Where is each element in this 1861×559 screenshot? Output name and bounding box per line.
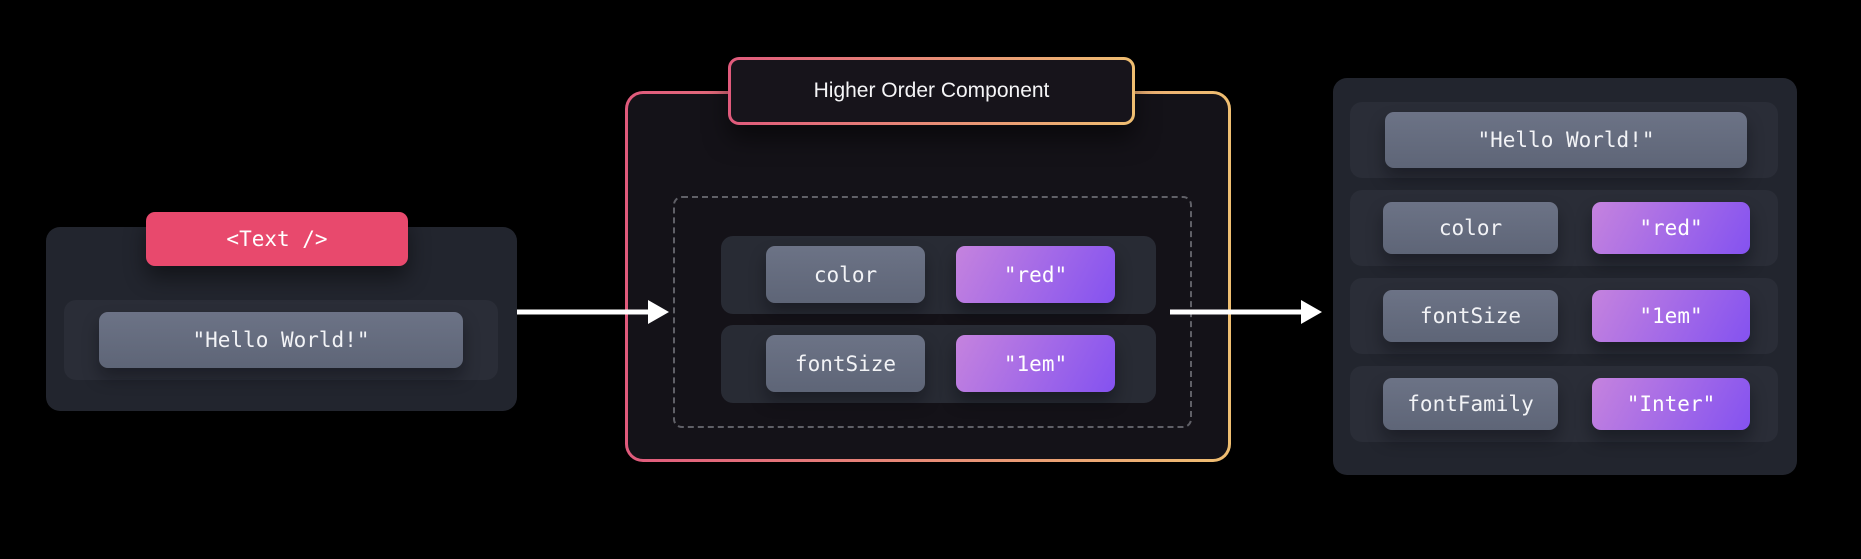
hoc-prop-value-box: "1em" [956, 335, 1115, 392]
output-prop-key-box: color [1383, 202, 1558, 254]
output-prop-key: fontFamily [1407, 392, 1534, 416]
output-prop-value: "red" [1639, 216, 1703, 240]
arrow-right-icon [1170, 300, 1322, 324]
hoc-prop-key: fontSize [794, 351, 897, 376]
output-prop-value: "1em" [1639, 304, 1703, 328]
hoc-props-dashed-container: color "red" fontSize "1em" [673, 196, 1192, 428]
output-prop-key: color [1438, 216, 1503, 240]
output-component-card: "Hello World!" color "red" fontSize "1em… [1333, 78, 1797, 475]
hoc-title: Higher Order Component [813, 79, 1050, 102]
text-component-tag: <Text /> [226, 227, 328, 251]
output-prop-value-box: "red" [1592, 202, 1750, 254]
input-children-value-box: "Hello World!" [99, 312, 463, 368]
flow-arrow-input-to-hoc [517, 297, 669, 331]
hoc-prop-key-box: color [766, 246, 925, 303]
hoc-prop-key: color [813, 262, 878, 287]
output-prop-value: "Inter" [1626, 392, 1716, 416]
hoc-prop-row-color: color "red" [721, 236, 1156, 314]
arrow-right-icon [517, 300, 669, 324]
hoc-card: color "red" fontSize "1em" [625, 91, 1231, 462]
hoc-prop-key-box: fontSize [766, 335, 925, 392]
output-prop-row-fontfamily: fontFamily "Inter" [1350, 366, 1778, 442]
hoc-prop-row-fontsize: fontSize "1em" [721, 325, 1156, 403]
output-prop-row-color: color "red" [1350, 190, 1778, 266]
input-children-row: "Hello World!" [64, 300, 498, 380]
output-prop-value-box: "Inter" [1592, 378, 1750, 430]
output-prop-key-box: fontSize [1383, 290, 1558, 342]
input-children-value: "Hello World!" [192, 328, 370, 352]
flow-arrow-hoc-to-output [1170, 297, 1322, 331]
hoc-prop-value: "red" [1003, 262, 1068, 287]
hoc-prop-value: "1em" [1003, 351, 1068, 376]
output-children-row: "Hello World!" [1350, 102, 1778, 178]
output-prop-key-box: fontFamily [1383, 378, 1558, 430]
hoc-title-badge: Higher Order Component [728, 57, 1135, 125]
output-children-value: "Hello World!" [1477, 128, 1655, 152]
output-prop-row-fontsize: fontSize "1em" [1350, 278, 1778, 354]
output-children-value-box: "Hello World!" [1385, 112, 1747, 168]
text-component-badge: <Text /> [146, 212, 408, 266]
output-prop-key: fontSize [1419, 304, 1522, 328]
output-prop-value-box: "1em" [1592, 290, 1750, 342]
hoc-prop-value-box: "red" [956, 246, 1115, 303]
